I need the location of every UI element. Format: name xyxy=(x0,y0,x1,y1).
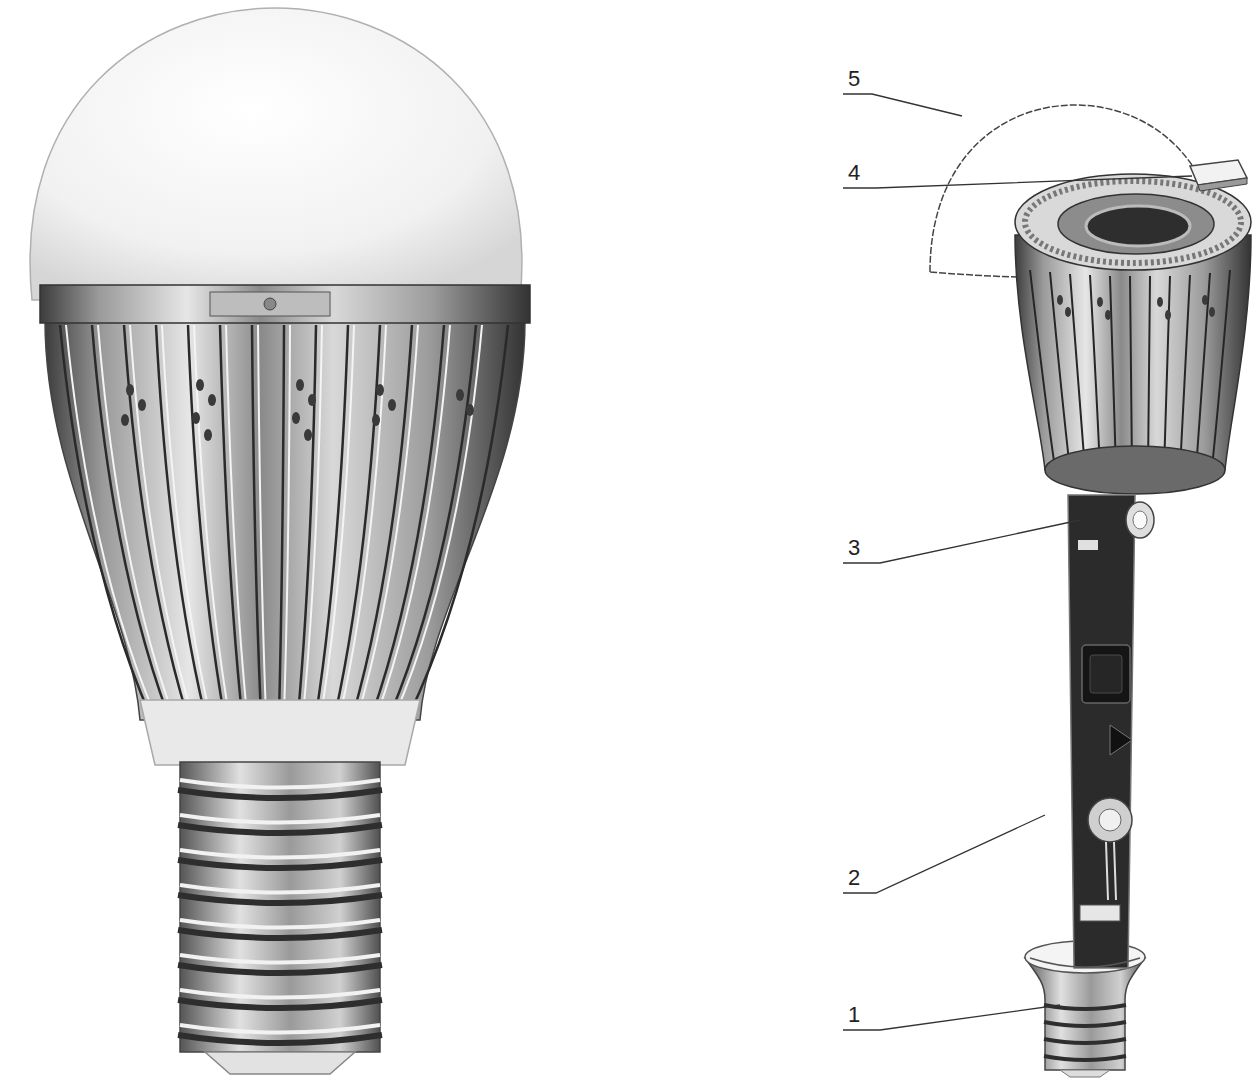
callout-number: 2 xyxy=(848,865,860,891)
callout-number: 1 xyxy=(848,1002,860,1028)
callout-number: 5 xyxy=(848,66,860,92)
exploded-bulb xyxy=(930,105,1251,1077)
leader-lines xyxy=(843,94,1192,1030)
callout-number: 3 xyxy=(848,535,860,561)
screw-base xyxy=(1025,958,1145,1070)
driver-board xyxy=(1068,495,1135,968)
callout-number: 4 xyxy=(848,160,860,186)
assembled-bulb xyxy=(30,8,530,1074)
